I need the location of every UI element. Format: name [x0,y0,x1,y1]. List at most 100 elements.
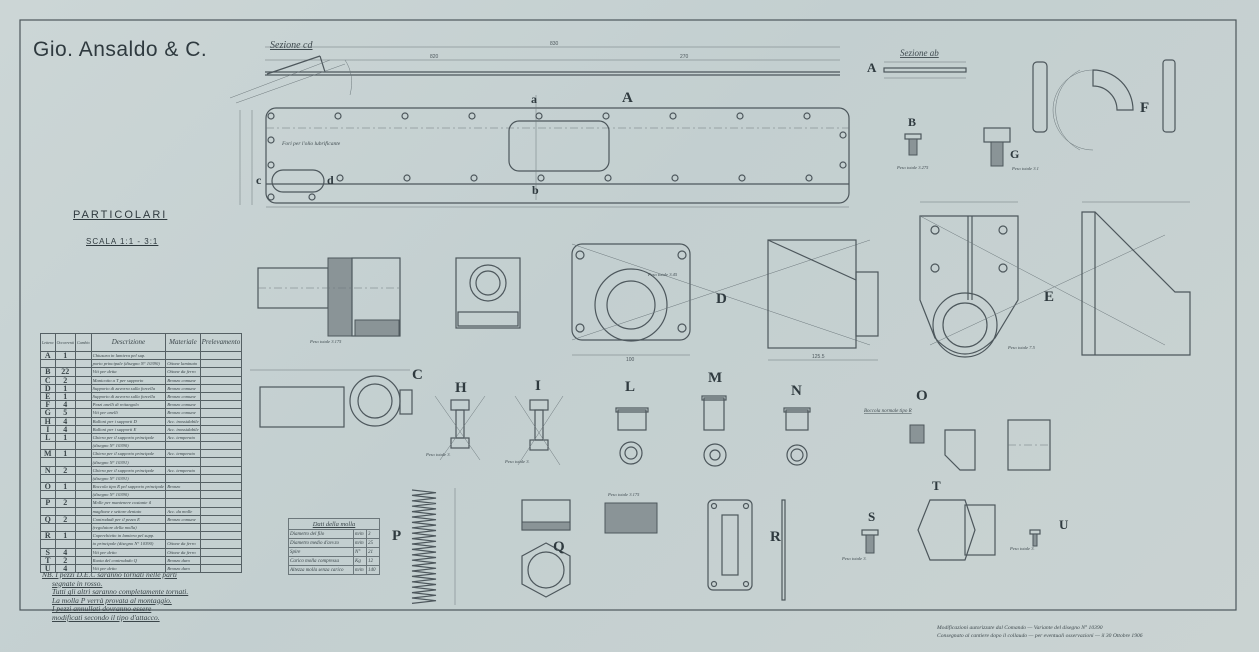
part-E-bracket: E Peso totale 7.5 [919,201,1191,358]
weight-note: Peso totale 7.5 [1007,345,1036,350]
cell-empty [199,424,243,434]
part-B-screw: B Peso totale 3.275 [896,115,929,170]
section-ab: Sezione ab A [867,48,967,79]
cell-empty [199,416,243,426]
cell-description: Manicotto a T per supporto [90,375,167,385]
part-L-ring-nut: L [615,379,649,465]
dimension: 100 [626,357,635,363]
header-material: Materiale [165,333,201,352]
oil-holes-note: Fori per l'olio lubrificante [281,140,341,147]
cell-description: Viti per detto [90,547,167,557]
cell-letter: G [40,408,56,418]
cell-description: Supporto di zavorra sulla forcella [90,391,167,402]
weight-note: Peso totale 3. [841,556,867,561]
section-marker-c: c [256,173,262,187]
cell-description: Ghiera per il supporto principale [90,465,167,475]
part-label-B: B [908,115,916,129]
cell-material: Ottone da ferro [165,547,201,557]
cell-letter: N [40,465,56,475]
spring-value: 12 [366,556,380,566]
part-label-G: G [1010,147,1019,161]
cell-empty [74,506,92,516]
spring-unit: Kg [353,556,367,566]
part-label-R: R [770,529,781,545]
cell-description: Ghiera per il supporto principale [90,432,167,443]
cell-qty [54,490,76,500]
dimension: 820 [430,54,439,60]
cell-material: Ottone da ferro [165,539,201,549]
part-label-A: A [622,90,633,106]
bushing-note: Boccola normale tipo R [864,409,912,414]
cell-description: (disegno N° 10391) [90,457,167,467]
cell-empty [74,481,92,492]
cell-qty: 1 [54,391,76,402]
cell-letter [40,457,56,467]
cell-empty [199,457,243,467]
cell-empty [74,424,92,434]
scale-label: SCALA 1:1 - 3:1 [86,237,159,246]
note-line: modificati secondo il tipo d'attacco. [52,612,160,622]
part-N-ring-nut: N [783,383,811,466]
part-label-C: C [412,367,423,383]
cell-letter: P [40,498,56,508]
part-label-S: S [868,509,875,524]
part-label-H: H [455,380,467,396]
cell-material [165,531,201,541]
part-label-A-small: A [867,60,877,75]
cell-empty [74,449,92,459]
cell-material: Acc. temperato [165,449,201,459]
cell-letter: B [40,367,56,377]
cell-empty [199,563,243,574]
cell-qty: 2 [54,555,76,565]
cell-empty [199,375,243,385]
cell-material: Ottone laminato [165,359,201,369]
sheet-title: PARTICOLARI [73,209,168,221]
cell-empty [74,514,92,524]
part-G-screw: G Peso totale 3.1 [983,127,1039,171]
cell-description: to principale (disegno N° 10390) [90,539,167,549]
part-F-ring-segment: F [1032,59,1176,151]
note-line: segnate in rosso. [52,578,103,588]
cell-description: Supporto di zavorra sulla forcella [90,383,167,393]
cell-letter [40,506,56,516]
cell-description: Coperchietto in lamiera pel supp. [90,531,167,541]
spring-unit: N° [353,547,367,557]
part-I-bolt: I Peso totale 3. [504,378,564,466]
weight-note: Peso totale 3.45 [647,272,678,277]
cell-empty [74,408,92,418]
cell-description: Viti per detta [90,367,167,377]
weight-note: Peso totale 3.175 [607,492,640,497]
part-label-O: O [916,388,928,404]
cell-material: Bronzo [165,481,201,492]
table-row: (disegno N° 10391) [40,473,243,484]
part-R-cover: R [707,499,786,601]
header-qty-a: Occorrenti [54,333,76,352]
cell-letter: S [40,547,56,557]
dimension: 830 [550,41,559,47]
cell-material [165,498,201,508]
table-row: to principale (disegno N° 10390)Ottone d… [40,539,243,549]
spring-value: 21 [366,547,380,557]
cell-qty [54,539,76,549]
cell-material: Acc. inossidabile [165,416,201,426]
part-C-sleeve: C Peso totale 3.175 [250,257,521,428]
cell-empty [199,473,243,484]
cell-material [165,473,201,484]
section-marker-a: a [531,92,537,106]
cell-empty [199,383,243,393]
spring-table-title: Dati della molla [288,518,380,530]
cell-description: Boccola tipo R pel supporto principale [90,481,167,492]
cell-qty: 1 [54,383,76,393]
spring-value: 140 [366,565,380,575]
cell-material: Acc. inossidabile [165,424,201,434]
note-line: I pezzi annullati dovranno essere [52,604,152,614]
cell-material: Bronzo comune [165,391,201,402]
cell-qty: 2 [54,375,76,385]
